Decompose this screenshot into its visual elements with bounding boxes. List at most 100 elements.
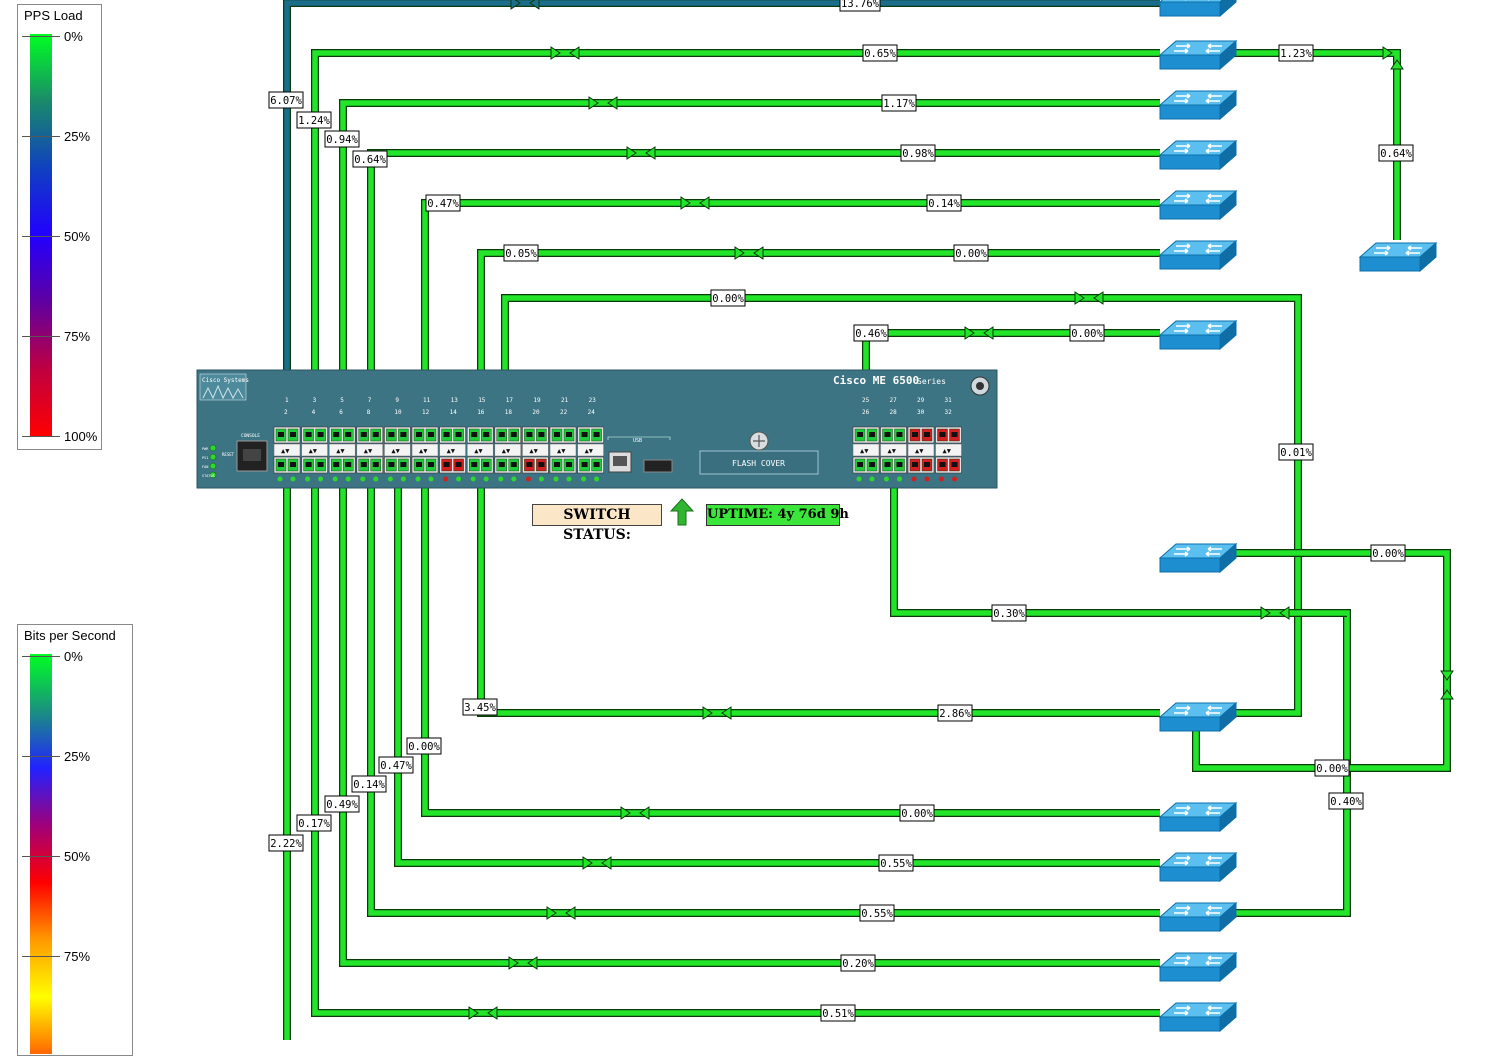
switch-port[interactable] <box>411 426 439 444</box>
switch-port[interactable] <box>411 456 439 474</box>
link-load-label: 0.47% <box>425 194 461 212</box>
switch-icon[interactable] <box>1159 240 1237 270</box>
port-led <box>428 476 434 482</box>
switch-port[interactable] <box>273 456 301 474</box>
switch-icon[interactable] <box>1359 242 1437 272</box>
link-arrowhead <box>1440 689 1454 700</box>
link-arrowhead <box>510 0 521 10</box>
switch-port[interactable] <box>880 426 907 444</box>
switch-port[interactable] <box>880 456 907 474</box>
switch-port[interactable] <box>907 426 935 444</box>
link-load-label: 0.65% <box>862 44 898 62</box>
switch-port[interactable] <box>522 426 549 444</box>
port-latch <box>522 443 549 457</box>
pps-legend-title: PPS Load <box>24 8 83 23</box>
switch-port[interactable] <box>935 456 962 474</box>
flash-screw-slot <box>753 435 765 447</box>
port-latch <box>494 443 522 457</box>
switch-port[interactable] <box>907 456 935 474</box>
port-led <box>884 476 889 482</box>
switch-port[interactable] <box>577 426 604 444</box>
switch-port[interactable] <box>852 426 880 444</box>
link-arrowhead <box>601 856 612 870</box>
switch-port[interactable] <box>852 456 880 474</box>
port-led <box>415 476 421 482</box>
switch-port[interactable] <box>384 456 411 474</box>
switch-port[interactable] <box>328 456 356 474</box>
switch-icon[interactable] <box>1159 852 1237 882</box>
port-latch-arrows: ▲▼ <box>915 447 924 455</box>
switch-icon[interactable] <box>1159 190 1237 220</box>
switch-icon[interactable] <box>1159 320 1237 350</box>
link-arrowhead <box>1260 606 1271 620</box>
network-link <box>312 488 1160 1016</box>
port-latch-arrows: ▲▼ <box>309 447 318 455</box>
link-load-value: 13.76% <box>841 0 880 10</box>
port-number: 25 <box>862 397 870 404</box>
brand-label: Cisco Systems <box>202 377 249 384</box>
link-load-value: 0.94% <box>326 134 358 146</box>
link-load-value: 0.00% <box>712 293 744 305</box>
switch-port[interactable] <box>522 456 549 474</box>
switch-port[interactable] <box>301 426 328 444</box>
switch-port[interactable] <box>301 456 328 474</box>
switch-status-label: SWITCH STATUS: <box>532 504 662 543</box>
pps-tick <box>22 36 60 37</box>
switch-icon[interactable] <box>1159 802 1237 832</box>
port-number: 21 <box>561 397 569 404</box>
port-latch-arrows: ▲▼ <box>943 447 952 455</box>
switch-icon[interactable] <box>1159 140 1237 170</box>
port-number: 16 <box>477 409 485 416</box>
port-number: 4 <box>312 409 316 416</box>
switch-port[interactable] <box>494 456 522 474</box>
port-led <box>511 476 517 482</box>
switch-icon[interactable] <box>1159 952 1237 982</box>
link-arrowhead <box>680 196 691 210</box>
link-load-label: 0.98% <box>900 144 936 162</box>
port-number: 19 <box>533 397 541 404</box>
switch-icon[interactable] <box>1159 1002 1237 1032</box>
led-label: STATUS <box>202 474 215 478</box>
link-load-label: 13.76% <box>839 0 881 12</box>
bps-tick-label: 75% <box>64 949 91 964</box>
link-load-value: 0.00% <box>901 808 933 820</box>
switch-port[interactable] <box>273 426 301 444</box>
switch-port[interactable] <box>356 456 384 474</box>
switch-port[interactable] <box>935 426 962 444</box>
switch-icon[interactable] <box>1159 902 1237 932</box>
port-latch-arrows: ▲▼ <box>888 447 897 455</box>
link-load-value: 2.22% <box>270 838 302 850</box>
link-load-value: 1.17% <box>883 98 915 110</box>
switch-port[interactable] <box>549 426 577 444</box>
switch-icon[interactable] <box>1159 40 1237 70</box>
status-led <box>209 471 217 479</box>
port-number: 7 <box>368 397 372 404</box>
link-arrowhead <box>964 326 975 340</box>
switch-icon[interactable] <box>1159 702 1237 732</box>
switch-port[interactable] <box>577 456 604 474</box>
switch-port[interactable] <box>466 426 494 444</box>
switch-port[interactable] <box>549 456 577 474</box>
link-load-label: 0.00% <box>899 804 935 822</box>
port-number: 20 <box>532 409 540 416</box>
link-arrowhead <box>699 196 710 210</box>
switch-port[interactable] <box>439 426 466 444</box>
switch-port[interactable] <box>466 456 494 474</box>
switch-port[interactable] <box>494 426 522 444</box>
switch-icon[interactable] <box>1159 0 1237 17</box>
switch-port[interactable] <box>328 426 356 444</box>
link-load-value: 3.45% <box>464 702 496 714</box>
switch-icon[interactable] <box>1159 90 1237 120</box>
switch-port[interactable] <box>356 426 384 444</box>
switch-port[interactable] <box>384 426 411 444</box>
port-latch-arrows: ▲▼ <box>557 447 566 455</box>
link-outline <box>421 199 1160 370</box>
link-arrowhead <box>645 146 656 160</box>
port-led <box>897 476 902 482</box>
link-arrowhead <box>607 96 618 110</box>
switch-icon[interactable] <box>1159 543 1237 573</box>
switch-port[interactable] <box>439 456 466 474</box>
link-arrowhead <box>734 246 745 260</box>
link-load-value: 0.47% <box>380 760 412 772</box>
